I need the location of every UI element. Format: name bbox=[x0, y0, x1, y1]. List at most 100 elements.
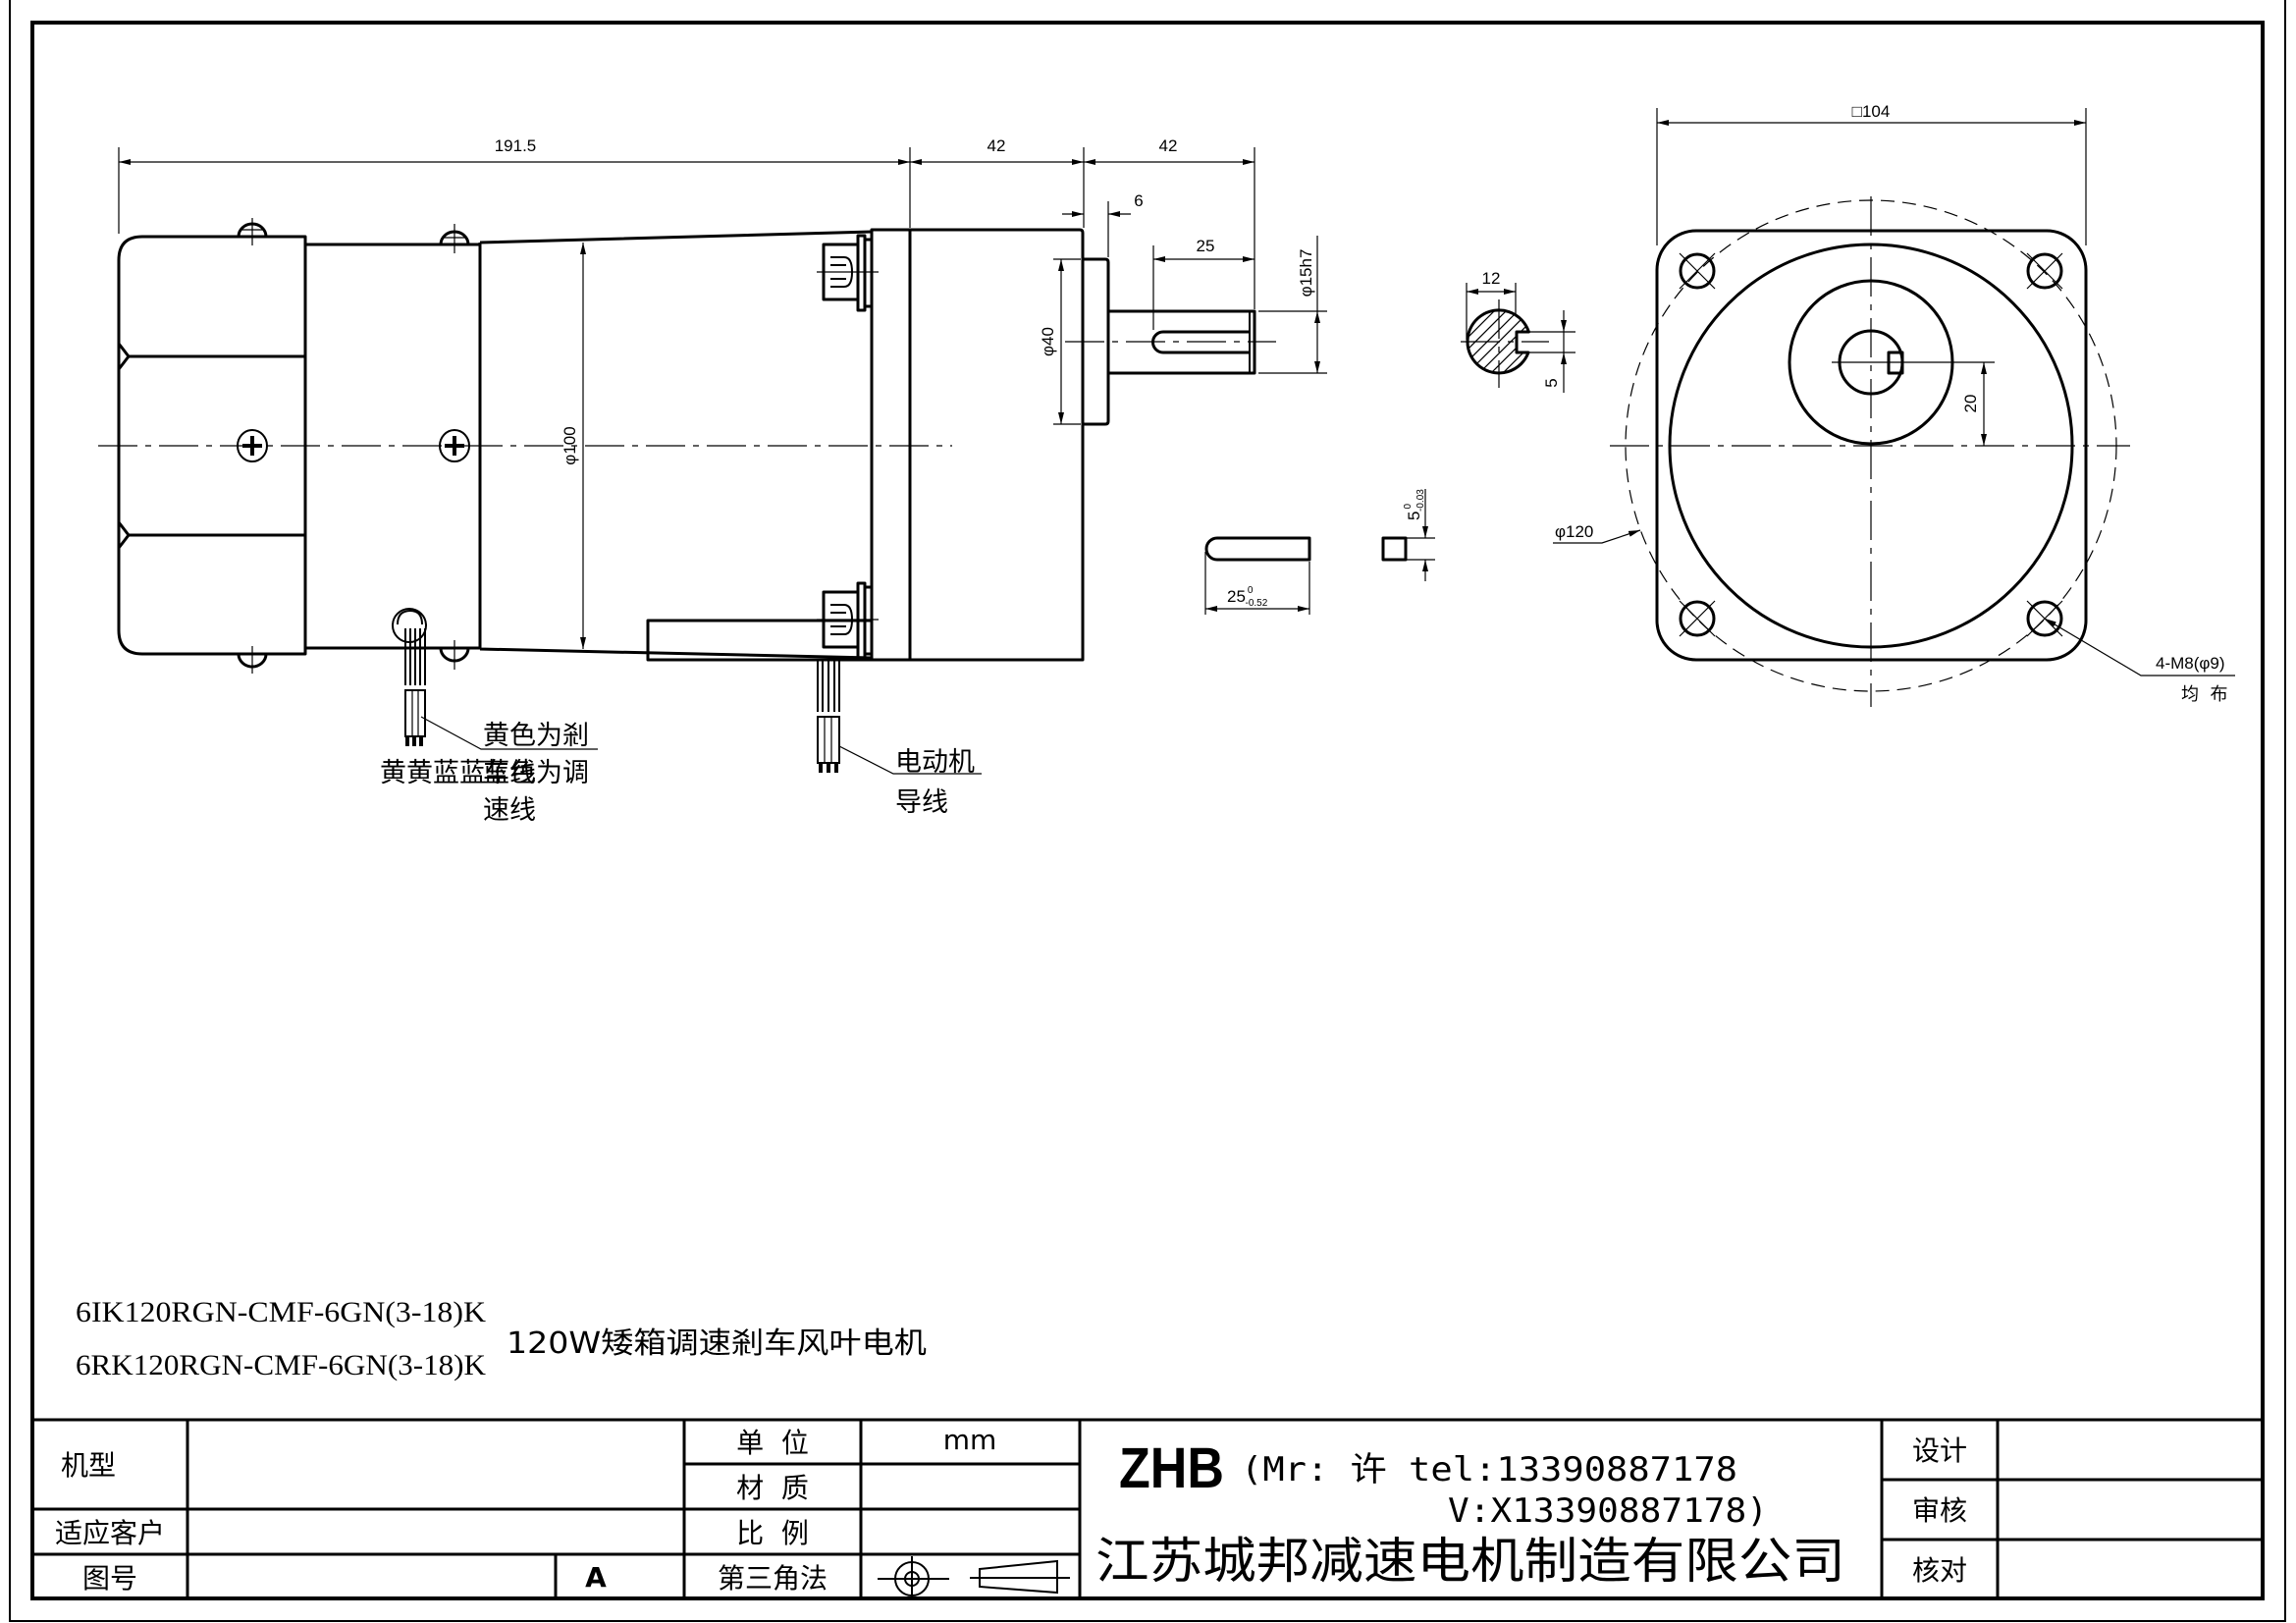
fan-cover-notches bbox=[117, 343, 131, 549]
drawing-frame bbox=[30, 21, 2265, 1600]
wire-strands bbox=[824, 717, 832, 763]
mounting-hole-icon bbox=[1679, 252, 1716, 290]
gearbox-bolt-top bbox=[817, 234, 879, 312]
dim-pilot-thickness: 6 bbox=[1134, 191, 1143, 210]
fan-cover-outline bbox=[117, 235, 307, 656]
screw-axis bbox=[240, 218, 264, 245]
brake-wire-label-line2: 车线 bbox=[483, 758, 536, 788]
model-label: 机型 bbox=[61, 1449, 116, 1482]
cable-loop bbox=[397, 609, 423, 625]
dim-motor-diameter: φ100 bbox=[561, 426, 579, 464]
model-name-1: 6IK120RGN-CMF-6GN(3-18)K bbox=[76, 1296, 486, 1328]
review-label: 审核 bbox=[1912, 1494, 1967, 1527]
mounting-holes-note: 均 布 bbox=[2181, 684, 2227, 705]
customer-label: 适应客户 bbox=[55, 1517, 165, 1549]
key-end-view bbox=[1381, 536, 1408, 562]
flange-pilot bbox=[1083, 257, 1110, 426]
motor-lead-label-line2: 导线 bbox=[895, 787, 948, 818]
projection-label: 第三角法 bbox=[718, 1562, 828, 1595]
brake-wire bbox=[392, 608, 598, 750]
drawing-title: 6IK120RGN-CMF-6GN(3-18)K 6RK120RGN-CMF-6… bbox=[76, 1296, 927, 1381]
motor-lead-leader bbox=[838, 745, 982, 775]
speed-wire-label-prefix: 黄黄蓝蓝 bbox=[380, 758, 486, 788]
drawing-number-label: 图号 bbox=[82, 1562, 137, 1595]
wire-bundle bbox=[404, 628, 426, 685]
company-logo: ZHB bbox=[1119, 1436, 1224, 1500]
shaft-section-view: 12 5 bbox=[1461, 269, 1575, 393]
mounting-hole-icon bbox=[1679, 600, 1716, 637]
product-description: 120W矮箱调速剎车风叶电机 bbox=[507, 1326, 927, 1361]
motor-body bbox=[478, 230, 873, 660]
shaft-cross-section bbox=[1466, 308, 1530, 375]
dim-key-height: 5 0-0.03 bbox=[1403, 489, 1426, 520]
speed-wire-label-line2: 速线 bbox=[483, 795, 536, 826]
unit-value: mm bbox=[943, 1424, 997, 1456]
mounting-holes-leader bbox=[2044, 618, 2235, 676]
dim-bolt-circle: φ120 bbox=[1555, 522, 1593, 541]
screw-head-icon bbox=[237, 222, 268, 239]
material-label: 材 质 bbox=[736, 1472, 809, 1504]
motor-lead-label-line1: 电动机 bbox=[895, 747, 975, 778]
dim-motor-length: 191.5 bbox=[495, 136, 537, 155]
extension-lines bbox=[118, 147, 1255, 309]
screw-head-icon bbox=[439, 230, 470, 246]
dim-key-length-upper: 0 bbox=[1248, 585, 1254, 596]
extension-lines bbox=[1053, 258, 1081, 425]
phillips-cross-icon bbox=[445, 436, 464, 456]
wire-ends bbox=[405, 736, 423, 746]
unit-label: 单 位 bbox=[736, 1427, 809, 1459]
dim-shaft-width: 12 bbox=[1482, 269, 1501, 288]
screws bbox=[237, 218, 470, 674]
key-side-view bbox=[1204, 536, 1311, 562]
screw-head-icon bbox=[237, 652, 268, 669]
dim-shaft-length: 42 bbox=[1159, 136, 1178, 155]
scale-label: 比 例 bbox=[736, 1517, 809, 1549]
extension-lines bbox=[1406, 537, 1435, 561]
wire-sleeve bbox=[404, 689, 426, 737]
dim-key-height-upper: 0 bbox=[1403, 504, 1414, 510]
dim-key-depth: 5 bbox=[1542, 378, 1561, 387]
third-angle-projection-icon bbox=[878, 1556, 1070, 1598]
wire-strands bbox=[411, 690, 419, 736]
side-view-dimensions: 191.5 42 42 6 25 φ15h7 φ40 φ100 bbox=[118, 136, 1327, 649]
hole-crosshair bbox=[1679, 252, 1716, 290]
contact-line-2: V:X13390887178) bbox=[1448, 1491, 1768, 1531]
gearbox-housing bbox=[870, 228, 1085, 662]
front-view: □104 20 φ120 4-M8(φ9) 均 布 bbox=[1553, 102, 2235, 707]
brake-wire-label-line1: 黄色为剎 bbox=[483, 721, 589, 751]
extension-lines bbox=[1656, 108, 2087, 245]
wire-bundle bbox=[817, 661, 840, 712]
design-label: 设计 bbox=[1912, 1434, 1967, 1467]
wire-sleeve bbox=[817, 716, 840, 764]
dim-key-height-nominal: 5 bbox=[1405, 512, 1423, 520]
phillips-screw-icon bbox=[237, 429, 268, 462]
fan-cover-ribs bbox=[129, 354, 305, 537]
revision-letter: A bbox=[585, 1561, 607, 1594]
mounting-hole-icon bbox=[2026, 600, 2063, 637]
dim-keyway-length: 25 bbox=[1197, 237, 1215, 255]
check-label: 核对 bbox=[1912, 1554, 1967, 1587]
projection-crosshair bbox=[878, 1556, 949, 1598]
dim-pilot-diameter: φ40 bbox=[1039, 327, 1057, 356]
model-name-2: 6RK120RGN-CMF-6GN(3-18)K bbox=[76, 1349, 486, 1381]
fan-cover bbox=[117, 235, 307, 656]
company-name: 江苏城邦减速电机制造有限公司 bbox=[1095, 1533, 1845, 1590]
dim-key-height-lower: -0.03 bbox=[1415, 489, 1426, 512]
extension-lines bbox=[1466, 283, 1575, 353]
hole-crosshair bbox=[1679, 600, 1716, 637]
projection-cone bbox=[979, 1559, 1058, 1595]
motor-lead-wire bbox=[817, 661, 982, 775]
dim-shaft-offset: 20 bbox=[1961, 395, 1980, 413]
bolt-circle-leader bbox=[1553, 529, 1641, 544]
wire-ends bbox=[819, 763, 838, 773]
title-block: 机型 适应客户 图号 A 单 位 mm 材 质 比 例 第三角法 ZHB (Mr… bbox=[32, 1418, 2263, 1598]
extension-lines bbox=[1204, 552, 1310, 615]
mounting-hole-icon bbox=[2026, 252, 2063, 290]
dim-key-length-nominal: 25 bbox=[1227, 587, 1246, 606]
gearbox-bolt-bottom bbox=[817, 581, 879, 660]
phillips-screw-icon bbox=[439, 429, 470, 462]
speed-wire-label-line1: 蓝色为调 bbox=[483, 758, 589, 788]
